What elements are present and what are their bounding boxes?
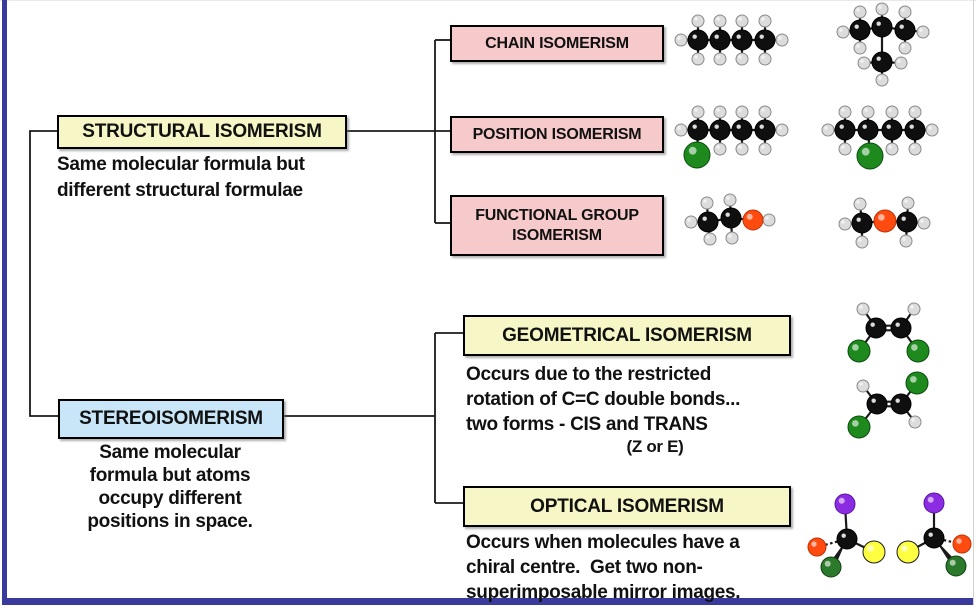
node-optical-isomerism: OPTICAL ISOMERISM: [463, 486, 791, 527]
geometrical-description: Occurs due to the restricted rotation of…: [466, 364, 741, 435]
node-chain-label: CHAIN ISOMERISM: [485, 34, 629, 52]
frame-left-border: [2, 0, 7, 605]
node-stereo-label: STEREOISOMERISM: [79, 408, 263, 429]
molecule-methylpropane: [836, 2, 930, 87]
molecule-ethanol: [684, 193, 776, 246]
node-structural-label: STRUCTURAL ISOMERISM: [82, 121, 322, 142]
node-functional-label: FUNCTIONAL GROUP ISOMERISM: [475, 206, 639, 244]
structural-description: Same molecular formula but different str…: [57, 154, 305, 201]
node-position-isomerism: POSITION ISOMERISM: [450, 116, 664, 153]
node-geometrical-isomerism: GEOMETRICAL ISOMERISM: [463, 315, 791, 356]
molecule-mirror-left: [807, 493, 886, 578]
molecule-butane: [674, 14, 789, 66]
node-geometrical-label: GEOMETRICAL ISOMERISM: [502, 324, 752, 346]
node-chain-isomerism: CHAIN ISOMERISM: [450, 25, 664, 62]
geometrical-z-or-e-note: (Z or E): [626, 437, 684, 456]
molecule-1-chlorobutane: [674, 105, 789, 169]
molecule-trans-isomer: [847, 371, 929, 439]
node-position-label: POSITION ISOMERISM: [472, 125, 642, 143]
frame-bottom-border: [2, 598, 974, 605]
molecule-2-chlorobutane: [821, 105, 939, 170]
molecule-mirror-right: [896, 492, 972, 577]
node-functional-group-isomerism: FUNCTIONAL GROUP ISOMERISM: [450, 195, 664, 256]
node-optical-label: OPTICAL ISOMERISM: [530, 495, 724, 517]
frame-right-border: [973, 0, 974, 605]
frame-top-border: [0, 0, 976, 1]
molecule-cis-isomer: [847, 302, 930, 363]
optical-description: Occurs when molecules have a chiral cent…: [466, 532, 741, 603]
node-stereoisomerism: STEREOISOMERISM: [58, 399, 284, 439]
molecule-dimethyl-ether: [838, 196, 931, 249]
node-structural-isomerism: STRUCTURAL ISOMERISM: [57, 115, 347, 149]
stereo-description: Same molecular formula but atoms occupy …: [87, 442, 253, 532]
